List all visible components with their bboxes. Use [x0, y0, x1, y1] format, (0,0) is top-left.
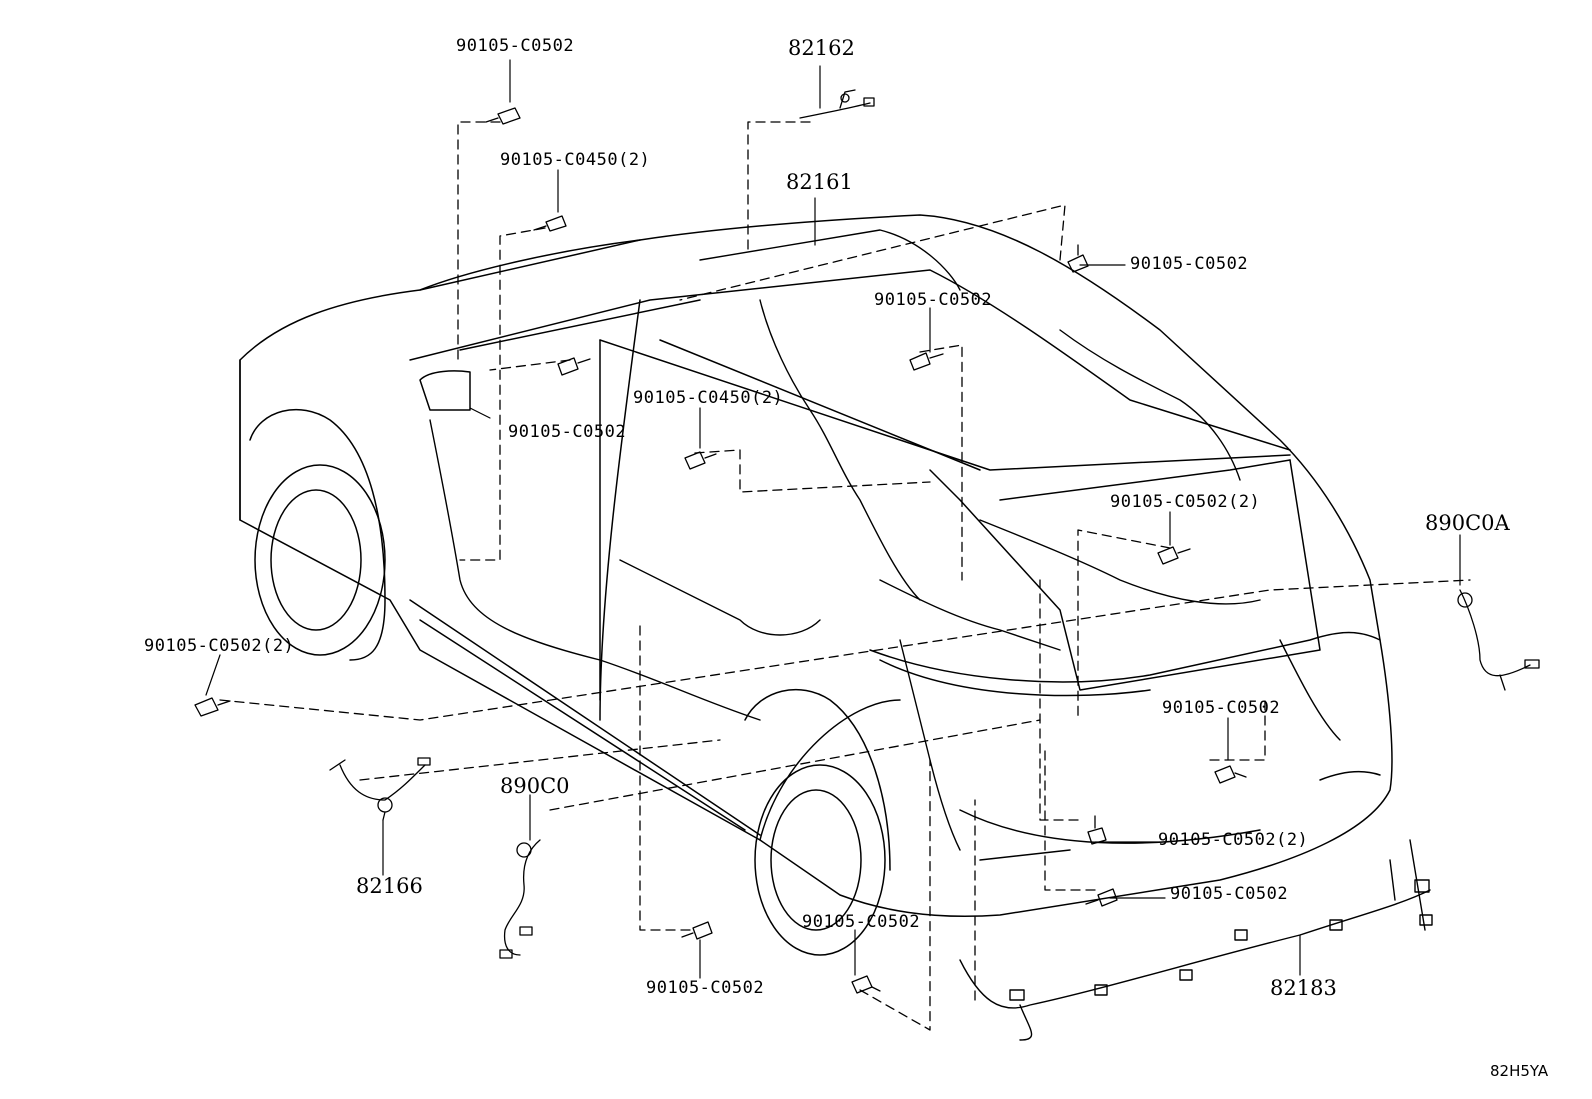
harness-82183 [959, 839, 1433, 1041]
diagram-reference: 82H5YA [1490, 1062, 1549, 1080]
bolt-icon [851, 975, 881, 994]
bolt-icon [909, 352, 944, 371]
bolts [194, 107, 1247, 994]
bolt-icon [194, 697, 231, 717]
bolt-icon [1085, 888, 1118, 907]
part-label: 90105-C0502 [1170, 884, 1289, 904]
vehicle-body [239, 214, 1393, 956]
harness-82166 [329, 757, 431, 821]
part-label: 90105-C0502 [802, 912, 921, 932]
part-label: 82161 [786, 170, 853, 194]
part-label: 82166 [356, 874, 423, 898]
harness-890C0A [1457, 589, 1540, 691]
part-label: 90105-C0502(2) [1158, 830, 1309, 850]
part-label: 90105-C0502 [1162, 698, 1281, 718]
part-label: 90105-C0502 [456, 36, 575, 56]
part-label: 90105-C0502(2) [144, 636, 295, 656]
part-label: 90105-C0502 [646, 978, 765, 998]
harness-890C0 [499, 839, 541, 959]
bolt-icon [1087, 815, 1107, 845]
bolt-icon [1067, 244, 1089, 273]
bolt-icon [485, 107, 521, 125]
part-label: 890C0A [1425, 511, 1510, 535]
bolt-icon [1157, 546, 1191, 565]
part-label: 90105-C0450(2) [633, 388, 784, 408]
part-label: 82183 [1270, 976, 1337, 1000]
bolt-icon [557, 357, 591, 376]
part-label: 90105-C0502 [874, 290, 993, 310]
dashed-leaders [219, 121, 1471, 1031]
part-label: 82162 [788, 36, 855, 60]
bolt-icon [684, 451, 717, 470]
part-label: 90105-C0502 [1130, 254, 1249, 274]
bolt-icon [533, 215, 567, 232]
part-label: 90105-C0502 [508, 422, 627, 442]
part-label: 890C0 [500, 774, 570, 798]
harness-lines [429, 229, 1341, 851]
bolt-icon [681, 921, 713, 940]
harness-82162 [799, 89, 875, 119]
solid-leaders [205, 59, 1461, 979]
bolt-icon [1214, 765, 1247, 784]
part-label: 90105-C0450(2) [500, 150, 651, 170]
part-label: 90105-C0502(2) [1110, 492, 1261, 512]
